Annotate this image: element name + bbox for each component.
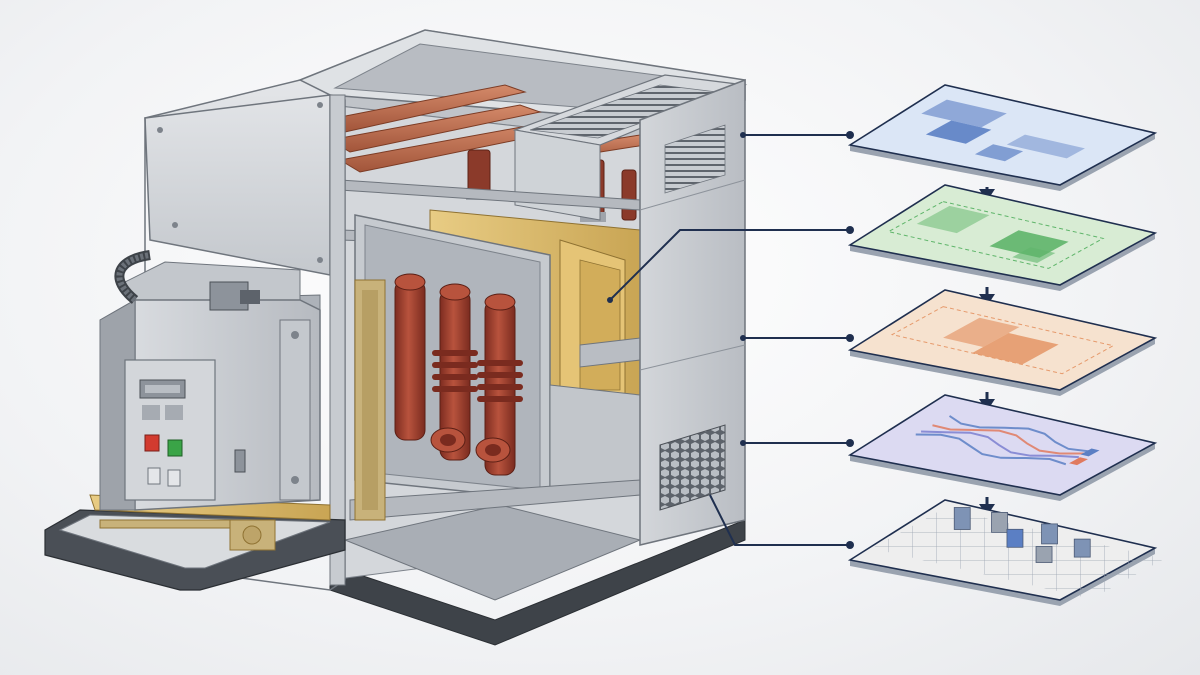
layer-1-plane — [847, 84, 1158, 186]
layer-3-graphic — [890, 306, 1115, 375]
leader-line-5 — [709, 494, 850, 546]
layer-2-graphic — [887, 201, 1105, 269]
layer-2-plane — [847, 184, 1158, 286]
layer-5-graphic — [871, 507, 1165, 599]
side-ventilation-grille — [659, 424, 726, 511]
breaker-truck-rails — [44, 279, 386, 591]
side-louvers — [664, 124, 726, 194]
layer-3 — [847, 289, 1158, 396]
front-upper-panel — [144, 79, 346, 591]
leader-line-2 — [609, 229, 850, 301]
layer-4-graphic — [915, 415, 1100, 466]
leader-lines — [609, 134, 850, 546]
layer-2 — [847, 184, 1158, 291]
layer-1-graphic — [921, 99, 1085, 162]
layer-5 — [847, 499, 1165, 606]
layer-4-plane — [847, 394, 1158, 496]
layer-stack — [847, 84, 1165, 606]
right-side-panel — [639, 78, 746, 546]
switchgear-cabinet — [44, 29, 748, 646]
withdrawable-circuit-breaker — [99, 250, 321, 511]
layer-4 — [847, 394, 1158, 501]
trip-button — [144, 434, 160, 452]
layer-1 — [847, 84, 1158, 191]
contact-insulators — [394, 273, 523, 476]
close-button — [167, 439, 183, 457]
